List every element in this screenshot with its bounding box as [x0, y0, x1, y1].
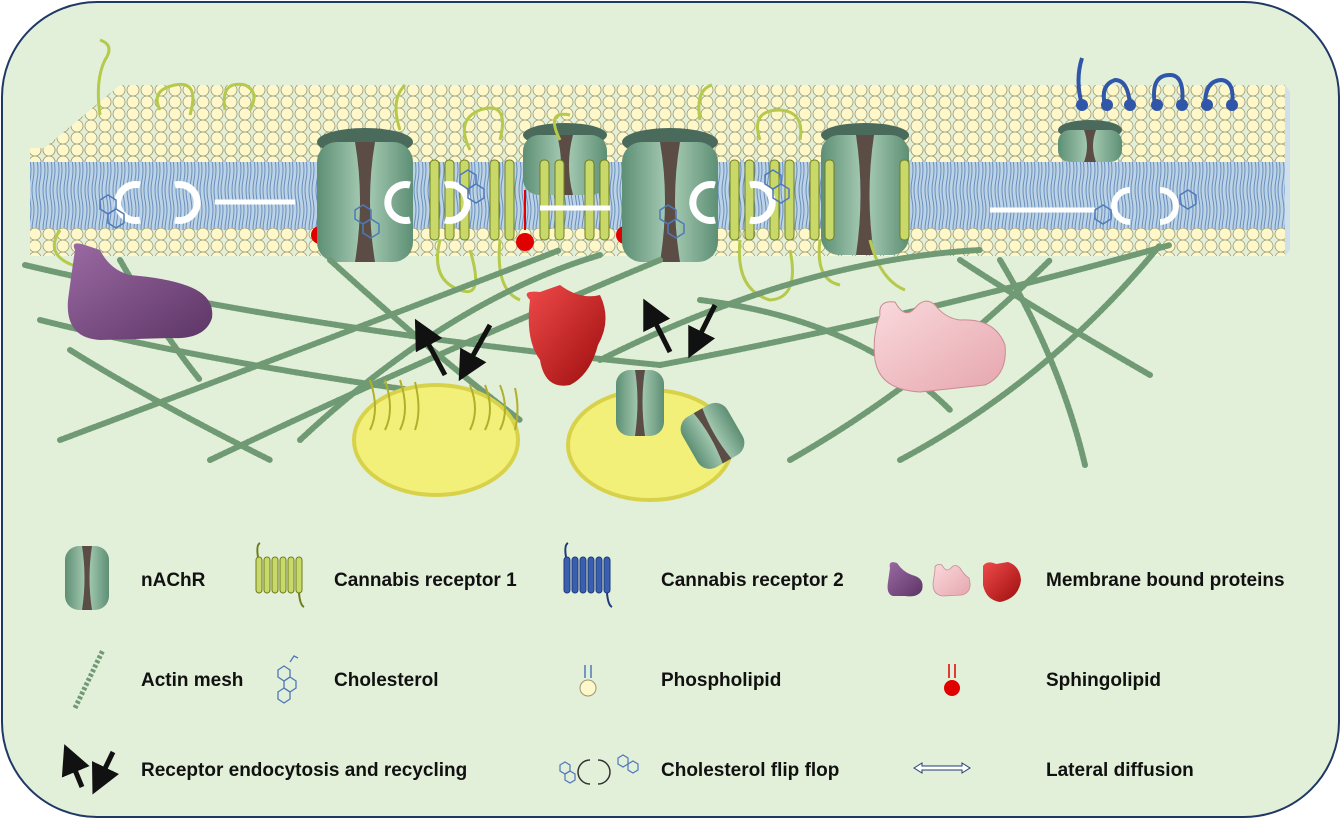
endocytosis-arrows: [414, 298, 718, 382]
membrane-nachr-channels: [317, 120, 1122, 262]
legend-icon-cb2: [563, 542, 613, 608]
legend-label-lateral: Lateral diffusion: [1046, 760, 1194, 781]
legend-icon-nachr: [65, 546, 109, 610]
legend-label-nachr: nAChR: [141, 570, 206, 591]
protein-red: [526, 285, 606, 386]
protein-purple: [67, 243, 213, 340]
legend-icon-membrane-proteins: [887, 562, 1021, 602]
membrane-cholesterol: [99, 169, 1197, 239]
cb2-heads: [1076, 99, 1238, 111]
vesicle-left: [352, 379, 520, 497]
legend-label-endocytosis: Receptor endocytosis and recycling: [141, 760, 467, 781]
legend-label-flipflop: Cholesterol flip flop: [661, 760, 839, 781]
membrane-flipflop-arrows: [114, 181, 1179, 225]
legend-label-actin: Actin mesh: [141, 670, 243, 691]
legend-label-cb1: Cannabis receptor 1: [334, 570, 517, 591]
legend-icon-cholesterol: [277, 655, 299, 704]
legend-icon-sphingolipid: [944, 664, 960, 696]
vesicle-right: [566, 370, 745, 502]
membrane-cb1-receptors: [429, 159, 910, 241]
legend-icon-flipflop: [559, 754, 639, 785]
legend-label-phospholipid: Phospholipid: [661, 670, 781, 691]
legend-icon-phospholipid: [579, 665, 597, 697]
legend-icon-cb1: [255, 542, 305, 608]
legend-label-sphingolipid: Sphingolipid: [1046, 670, 1161, 691]
membrane-lateral-diffusion: [215, 199, 1095, 213]
legend-label-cholesterol: Cholesterol: [334, 670, 439, 691]
legend-label-cb2: Cannabis receptor 2: [661, 570, 844, 591]
legend-label-membrane-proteins: Membrane bound proteins: [1046, 570, 1285, 591]
legend-icon-lateral: [913, 762, 971, 774]
protein-pink: [873, 300, 1006, 393]
legend-icon-actin: [72, 648, 106, 710]
legend-icon-endocytosis: [61, 744, 120, 795]
